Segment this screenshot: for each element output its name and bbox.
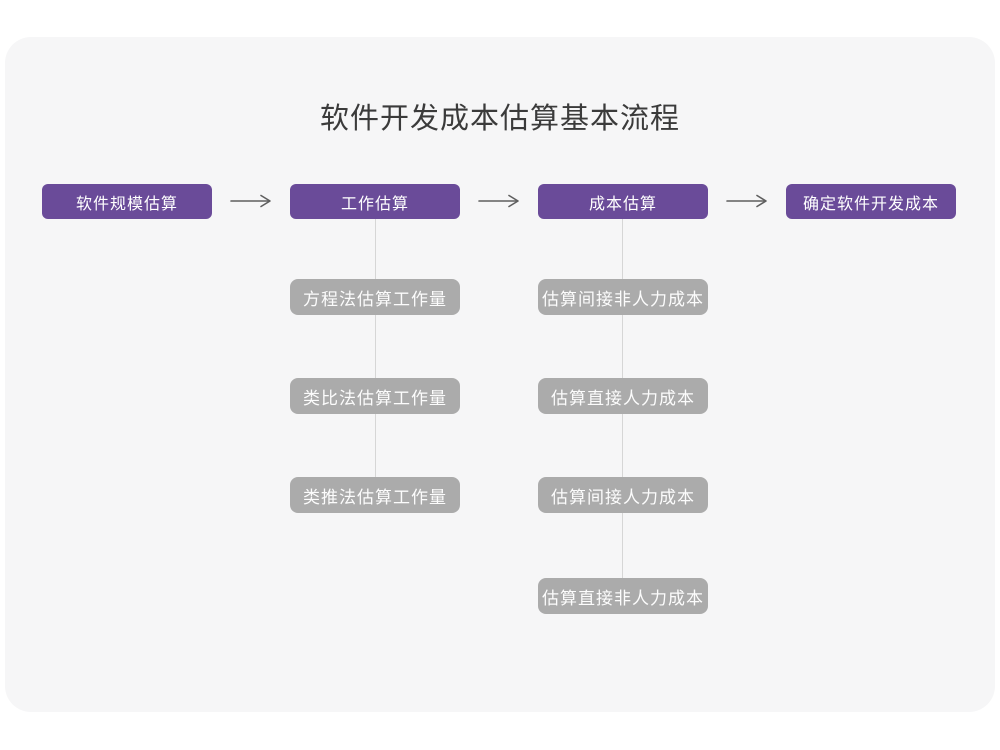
page-title: 软件开发成本估算基本流程 xyxy=(319,103,680,135)
substep-box-equation-method: 方程法估算工作量 xyxy=(290,279,460,315)
substep-box-direct-labor-cost: 估算直接人力成本 xyxy=(538,378,708,414)
substep-box-indirect-labor-cost: 估算间接人力成本 xyxy=(538,477,708,513)
arrow-right-icon xyxy=(726,194,767,208)
stage-box-software-scale-estimation: 软件规模估算 xyxy=(42,184,212,219)
stage-box-cost-estimation: 成本估算 xyxy=(538,184,708,219)
substep-box-direct-nonlabor-cost: 估算直接非人力成本 xyxy=(538,578,708,614)
arrow-right-icon xyxy=(478,194,519,208)
stage-box-determine-development-cost: 确定软件开发成本 xyxy=(786,184,956,219)
substep-box-indirect-nonlabor-cost: 估算间接非人力成本 xyxy=(538,279,708,315)
connector-line-work-estimation xyxy=(375,219,376,495)
arrow-right-icon xyxy=(230,194,271,208)
stage-box-work-estimation: 工作估算 xyxy=(290,184,460,219)
substep-box-analogy-method: 类比法估算工作量 xyxy=(290,378,460,414)
substep-box-extrapolation-method: 类推法估算工作量 xyxy=(290,477,460,513)
diagram-card: 软件开发成本估算基本流程 软件规模估算 工作估算 成本估算 确定软件开发成本 方… xyxy=(5,37,995,712)
